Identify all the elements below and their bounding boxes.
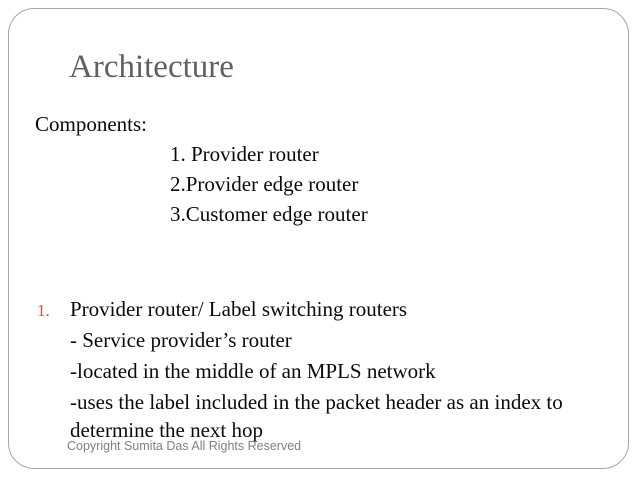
- list-line: determine the next hop: [70, 418, 264, 442]
- components-item: 3.Customer edge router: [170, 202, 368, 226]
- list-line: -uses the label included in the packet h…: [70, 390, 563, 414]
- components-heading: Components:: [35, 112, 148, 136]
- list-line: Provider router/ Label switching routers: [70, 297, 408, 321]
- copyright-notice: Copyright Sumita Das All Rights Reserved: [67, 439, 302, 453]
- list-line: - Service provider’s router: [70, 328, 292, 352]
- components-item: 1. Provider router: [170, 142, 319, 166]
- slide-title: Architecture: [69, 49, 234, 85]
- list-number: 1.: [37, 301, 50, 320]
- list-line: -located in the middle of an MPLS networ…: [70, 359, 436, 383]
- components-item: 2.Provider edge router: [170, 172, 359, 196]
